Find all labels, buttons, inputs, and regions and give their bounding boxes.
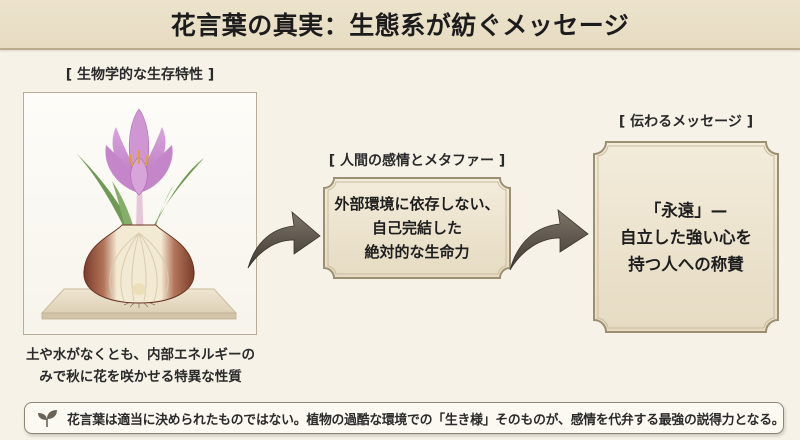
biological-traits-label: [ 生物学的な生存特性 ]: [65, 67, 215, 83]
biological-traits-caption: 土や水がなくとも、内部エネルギーの みで秋に花を咲かせる特異な性質: [8, 344, 273, 388]
message-line-1: 「永遠」—: [644, 200, 728, 220]
summary-message: 花言葉は適当に決められたものではない。植物の過酷な環境での「生き様」そのものが、…: [67, 412, 785, 428]
conveyed-message-text: 「永遠」— 自立した強い心を 持つ人への称賛: [620, 197, 752, 278]
emotion-metaphor-box: 外部環境に依存しない、 自己完結した 絶対的な生命力: [322, 176, 512, 280]
sprout-icon: [38, 410, 57, 427]
crocus-icon: [40, 108, 238, 320]
page-title: 花言葉の真実：生態系が紡ぐメッセージ: [170, 11, 630, 40]
curved-arrow-icon: [247, 211, 321, 269]
crocus-bulb-illustration: [23, 92, 257, 335]
ornamental-frame: [593, 141, 779, 333]
metaphor-line-1: 外部環境に依存しない、: [334, 195, 500, 213]
title-bar: 花言葉の真実：生態系が紡ぐメッセージ: [0, 0, 800, 50]
caption-line-1: 土や水がなくとも、内部エネルギーの: [25, 347, 256, 363]
curved-arrow-icon: [509, 209, 589, 271]
metaphor-line-3: 絶対的な生命力: [364, 243, 470, 261]
conveyed-message-label: [ 伝わるメッセージ ]: [618, 114, 754, 130]
message-line-3: 持つ人への称賛: [628, 254, 744, 274]
emotion-metaphor-text: 外部環境に依存しない、 自己完結した 絶対的な生命力: [334, 192, 499, 264]
conveyed-message-box: 「永遠」— 自立した強い心を 持つ人への称賛: [592, 140, 780, 334]
metaphor-line-2: 自己完結した: [371, 219, 462, 237]
ornamental-frame: [323, 177, 511, 279]
emotion-metaphor-label: [ 人間の感情とメタファー ]: [328, 153, 506, 169]
message-line-2: 自立した強い心を: [620, 227, 752, 247]
summary-callout: 花言葉は適当に決められたものではない。植物の過酷な環境での「生き様」そのものが、…: [24, 402, 785, 434]
caption-line-2: みで秋に花を咲かせる特異な性質: [39, 369, 242, 385]
